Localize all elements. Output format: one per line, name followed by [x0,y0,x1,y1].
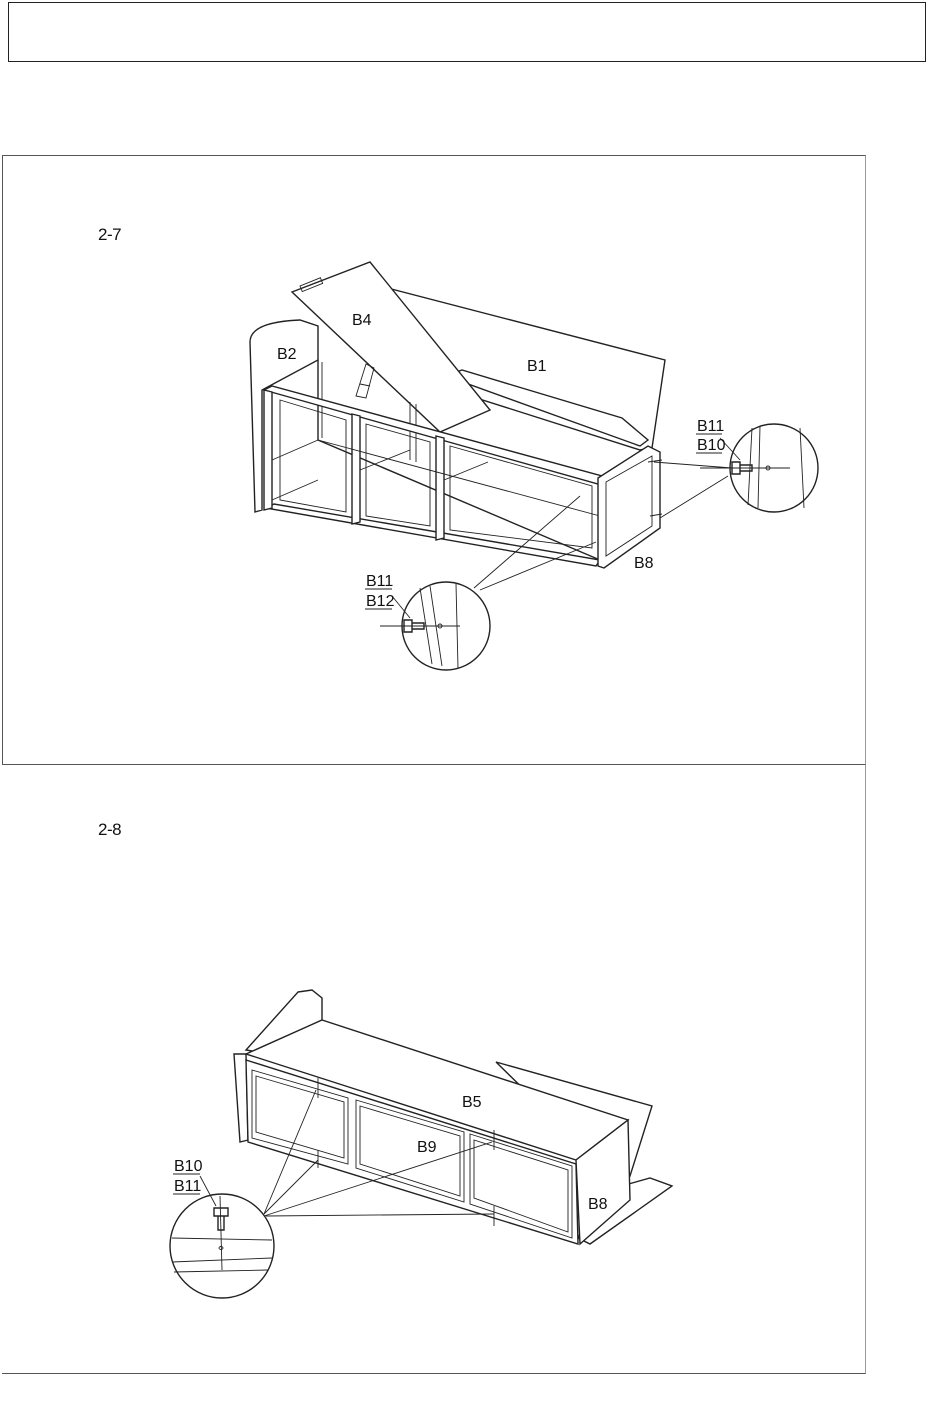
part-label: B8 [588,1196,608,1213]
callout-label: B10 [697,437,726,454]
part-label: B5 [462,1094,482,1111]
callout-label: B11 [366,573,393,590]
part-label: B2 [277,346,297,363]
callout-label: B12 [366,593,395,610]
callout-label: B11 [697,418,724,435]
side-frame-b8 [598,446,660,568]
hinge [356,364,374,398]
part-label: B1 [527,358,547,375]
front-bottom-rail [266,504,600,566]
part-label: B8 [634,555,654,572]
step-2-7-drawing [250,262,818,670]
part-label: B9 [417,1139,437,1156]
callout-label: B11 [174,1178,201,1195]
callout-label: B10 [174,1158,203,1175]
part-label: B4 [352,312,372,329]
